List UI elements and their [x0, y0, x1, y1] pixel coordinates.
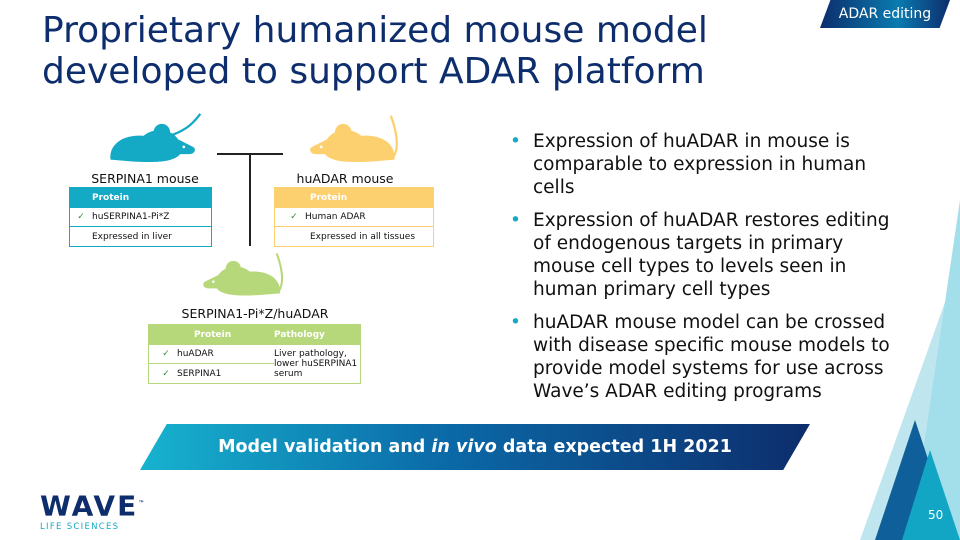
wave-logo: WAVE™ LIFE SCIENCES — [40, 489, 147, 533]
serpina1-table: Protein ✓ huSERPINA1-Pi*Z Expressed in li… — [69, 187, 212, 247]
check-icon: ✓ — [162, 349, 170, 359]
table-row: ✓ huSERPINA1-Pi*Z — [70, 208, 211, 227]
bullet-list: Expression of huADAR in mouse is compara… — [510, 130, 910, 413]
table-row: ✓ SERPINA1 — [149, 364, 274, 383]
logo-name: WAVE — [40, 489, 139, 523]
table-row: Expressed in all tissues — [275, 227, 433, 246]
mouse-icon-yellow — [310, 115, 398, 163]
check-icon: ✓ — [290, 212, 298, 222]
huadar-label: huADAR mouse — [296, 171, 394, 186]
cell: huSERPINA1-Pi*Z — [92, 212, 170, 222]
cross-table: Protein Pathology ✓ huADAR ✓ SERPINA1 Liver… — [148, 324, 361, 384]
bullet-item: Expression of huADAR in mouse is compara… — [510, 130, 910, 199]
table-header: Protein — [194, 330, 232, 340]
table-header: Pathology — [274, 330, 325, 340]
cell: SERPINA1 — [177, 368, 222, 379]
section-tag: ADAR editing — [820, 0, 950, 28]
page-number: 50 — [928, 508, 944, 522]
logo-tm: ™ — [138, 500, 147, 507]
cross-connector — [217, 153, 283, 246]
mouse-icon-teal — [110, 113, 202, 163]
title-line: developed to support ADAR platform — [42, 51, 705, 92]
huadar-table: Protein ✓ Human ADAR Expressed in all tis… — [274, 187, 434, 247]
table-row: ✓ huADAR — [149, 345, 274, 364]
logo-subtitle: LIFE SCIENCES — [40, 522, 120, 533]
title-line: Proprietary humanized mouse model — [42, 10, 708, 51]
table-header: Protein — [70, 188, 211, 208]
cell: Expressed in liver — [92, 231, 172, 242]
cell: huADAR — [177, 349, 214, 359]
bullet-item: huADAR mouse model can be crossed with d… — [510, 311, 910, 403]
serpina1-label: SERPINA1 mouse — [91, 171, 199, 186]
banner-italic: in vivo — [431, 437, 497, 457]
bullet-item: Expression of huADAR restores editing of… — [510, 209, 910, 301]
table-row: Expressed in liver — [70, 227, 211, 246]
check-icon: ✓ — [162, 368, 170, 379]
decorative-triangles — [860, 200, 960, 540]
pathology-cell: Liver pathology, lower huSERPINA1 serum — [274, 349, 358, 379]
table-header: Protein — [275, 188, 433, 208]
cell: Expressed in all tissues — [310, 231, 416, 242]
table-row: ✓ Human ADAR — [275, 208, 433, 227]
callout-banner: Model validation and in vivo data expect… — [140, 424, 810, 470]
banner-text: Model validation and — [218, 437, 432, 457]
banner-text: data expected 1H 2021 — [496, 437, 732, 457]
cell: Human ADAR — [305, 212, 366, 222]
check-icon: ✓ — [77, 212, 85, 222]
cross-label: SERPINA1-Pi*Z/huADAR — [181, 306, 329, 321]
mouse-icon-green — [203, 252, 284, 296]
